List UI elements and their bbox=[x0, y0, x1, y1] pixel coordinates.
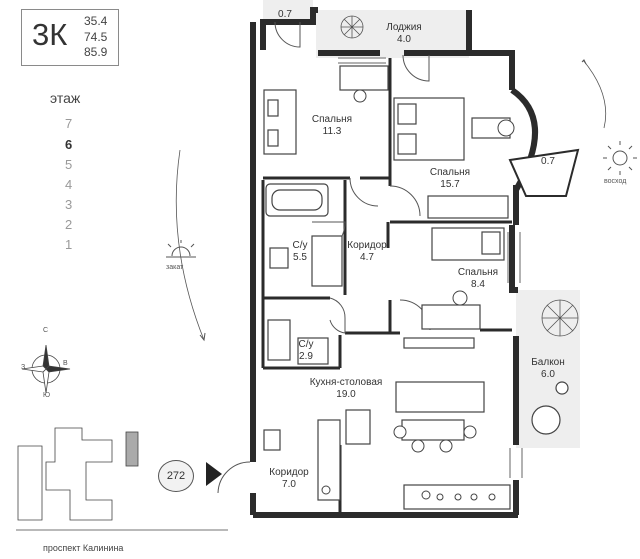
windows bbox=[338, 57, 523, 478]
street-label: проспект Калинина bbox=[43, 543, 124, 553]
floor-5[interactable]: 5 bbox=[65, 157, 73, 172]
sunset-arrow bbox=[199, 332, 206, 342]
compass-icon bbox=[21, 344, 71, 394]
compass-south: Ю bbox=[43, 392, 51, 399]
floor-4[interactable]: 4 bbox=[65, 177, 73, 192]
kitchen-area: 19.0 bbox=[336, 389, 356, 400]
bedroom1-name: Спальня bbox=[311, 114, 353, 125]
compass-north: С bbox=[43, 327, 49, 334]
corridor2-label: Коридор 7.0 bbox=[258, 467, 320, 491]
corridor2-name: Коридор bbox=[269, 467, 309, 478]
area-total: 74.5 bbox=[84, 29, 108, 44]
chairs bbox=[321, 89, 515, 501]
site-plan bbox=[17, 427, 139, 521]
bedroom2-area: 15.7 bbox=[440, 179, 460, 190]
floor-6[interactable]: 6 bbox=[65, 137, 73, 152]
rooms-count: 3К bbox=[32, 17, 68, 52]
bath1-area: 5.5 bbox=[293, 252, 307, 263]
loggia-label: Лоджия 4.0 bbox=[372, 22, 436, 46]
balcony-area: 6.0 bbox=[541, 369, 555, 380]
bedroom2-name: Спальня bbox=[429, 167, 471, 178]
area-living: 35.4 bbox=[84, 14, 108, 28]
bedroom3-label: Спальня 8.4 bbox=[446, 267, 510, 291]
sunset-label: закат bbox=[166, 264, 184, 271]
bedroom2-label: Спальня 15.7 bbox=[418, 167, 482, 191]
floor-3[interactable]: 3 bbox=[65, 197, 73, 212]
sunset-icon bbox=[166, 240, 196, 258]
sunset-arc bbox=[175, 149, 205, 341]
interior-walls bbox=[261, 58, 512, 515]
bay-storage bbox=[508, 148, 580, 197]
bedroom1-area: 11.3 bbox=[322, 126, 342, 137]
kitchen-label: Кухня-столовая 19.0 bbox=[296, 377, 396, 401]
sun-icon bbox=[603, 141, 637, 175]
loggia-name: Лоджия bbox=[386, 22, 422, 33]
floor-1[interactable]: 1 bbox=[65, 237, 73, 252]
corridor1-name: Коридор bbox=[347, 240, 387, 251]
bay-label: 0.7 bbox=[541, 156, 555, 167]
area-with-balcony: 85.9 bbox=[84, 45, 108, 59]
area-list: 35.4 74.5 85.9 bbox=[84, 14, 107, 61]
bedroom1-label: Спальня 11.3 bbox=[300, 114, 364, 138]
corridor2-area: 7.0 bbox=[282, 479, 296, 490]
sunrise-label: восход bbox=[604, 178, 627, 185]
compass-east: В bbox=[63, 360, 68, 367]
balcony-label: Балкон 6.0 bbox=[520, 357, 576, 381]
bath2-area: 2.9 bbox=[299, 351, 313, 362]
sunrise-arc bbox=[582, 59, 607, 129]
building-number-badge: 272 bbox=[158, 460, 194, 492]
floor-title: этаж bbox=[50, 90, 81, 106]
sunrise-arrow bbox=[581, 59, 587, 65]
kitchen-name: Кухня-столовая bbox=[309, 377, 383, 388]
storage-label: 0.7 bbox=[278, 9, 292, 20]
compass-west: З bbox=[21, 364, 26, 371]
bath1-name: С/у bbox=[292, 240, 308, 251]
floor-2[interactable]: 2 bbox=[65, 217, 73, 232]
apartment-badge: 3К 35.4 74.5 85.9 bbox=[21, 9, 119, 66]
floor-7[interactable]: 7 bbox=[65, 116, 73, 131]
entrance-arrow-icon bbox=[206, 462, 222, 486]
bedroom3-area: 8.4 bbox=[471, 279, 485, 290]
loggia-area: 4.0 bbox=[397, 34, 411, 45]
bedroom3-name: Спальня bbox=[457, 267, 499, 278]
bath1-label: С/у 5.5 bbox=[282, 240, 318, 264]
storage-area-shade bbox=[263, 0, 313, 22]
plants bbox=[340, 15, 579, 337]
balcony-name: Балкон bbox=[531, 357, 565, 368]
corridor1-area: 4.7 bbox=[360, 252, 374, 263]
corridor1-label: Коридор 4.7 bbox=[336, 240, 398, 264]
outer-walls bbox=[250, 7, 538, 518]
furniture bbox=[263, 65, 569, 510]
bath2-name: С/у bbox=[298, 339, 314, 350]
bath2-label: С/у 2.9 bbox=[292, 339, 320, 363]
